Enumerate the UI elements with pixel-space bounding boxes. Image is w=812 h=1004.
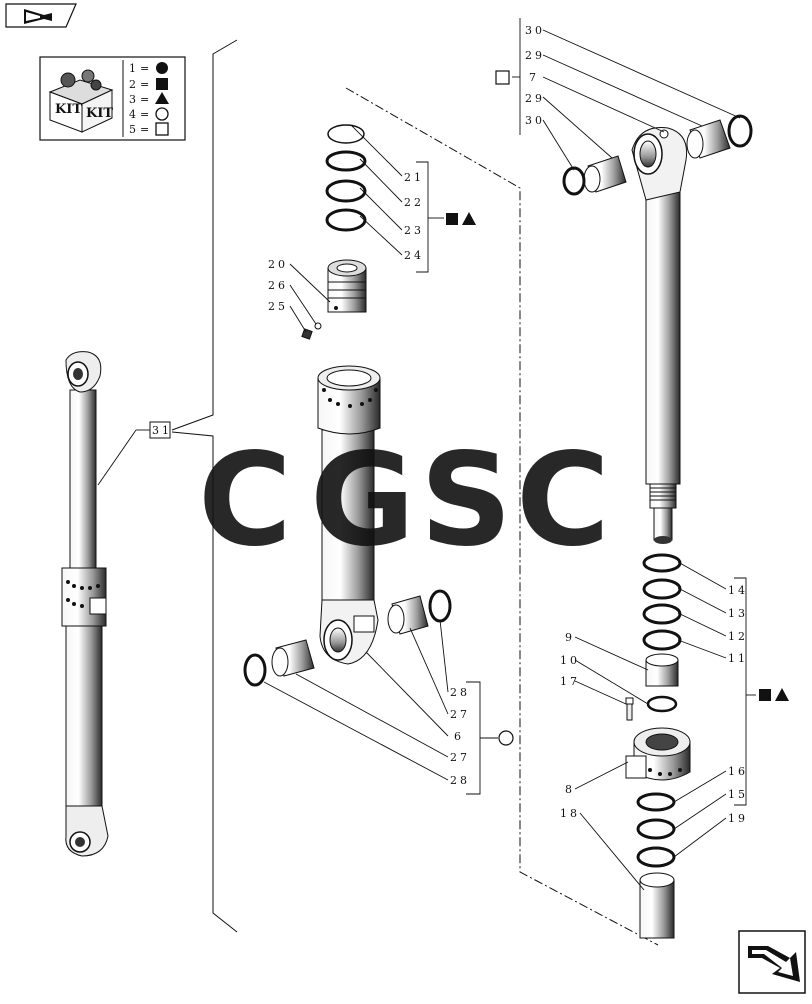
part-number[interactable]: 25 xyxy=(268,300,288,313)
part-number[interactable]: 7 xyxy=(529,71,539,84)
part-number[interactable]: 16 xyxy=(728,765,748,778)
svg-text:=: = xyxy=(140,62,149,75)
part-number[interactable]: 12 xyxy=(728,630,748,643)
part-number[interactable]: 11 xyxy=(728,652,748,665)
seal-ring xyxy=(727,114,753,148)
legend-row: 2 = xyxy=(129,78,168,91)
legend-row: 3 = xyxy=(129,92,169,106)
part-number[interactable]: 28 xyxy=(450,686,470,699)
svg-text:=: = xyxy=(140,93,149,106)
part-number[interactable]: 30 xyxy=(525,24,545,37)
legend-row: 1 = xyxy=(129,62,168,75)
seal-rings-21-24 xyxy=(325,124,367,232)
svg-text:2: 2 xyxy=(129,78,136,91)
part-number[interactable]: 24 xyxy=(404,249,424,262)
open-circle-icon xyxy=(155,107,169,121)
kit-label-right: KIT xyxy=(86,106,113,121)
part-number[interactable]: 15 xyxy=(728,788,748,801)
legend-row: 4 = xyxy=(129,107,169,121)
part-numbers: 30 29 7 29 30 21 22 23 24 20 26 25 31 14… xyxy=(152,24,748,825)
bushing xyxy=(387,595,429,635)
part-number[interactable]: 23 xyxy=(404,224,424,237)
kit-marker-open-circle xyxy=(498,730,514,746)
svg-text:=: = xyxy=(140,108,149,121)
part-number[interactable]: 9 xyxy=(565,631,575,644)
part-number[interactable]: 30 xyxy=(525,114,545,127)
back-arrow-icon xyxy=(24,9,52,24)
kit-label-left: KIT xyxy=(55,102,82,117)
cylinder-barrel xyxy=(317,365,381,665)
svg-text:4: 4 xyxy=(129,108,136,121)
spacer-tube xyxy=(639,872,675,939)
svg-text:=: = xyxy=(140,123,149,136)
bolt xyxy=(625,697,634,721)
part-number[interactable]: 6 xyxy=(454,730,464,743)
watermark-letter: C xyxy=(516,426,610,575)
forward-arrow-icon xyxy=(748,946,800,982)
watermark-letter: S xyxy=(420,426,512,575)
part-number[interactable]: 31 xyxy=(152,424,172,437)
complete-cylinder xyxy=(61,351,109,857)
part-number[interactable]: 28 xyxy=(450,774,470,787)
part-number[interactable]: 22 xyxy=(404,196,424,209)
svg-text:1: 1 xyxy=(129,62,136,75)
kit-marker-square-triangle xyxy=(446,212,476,225)
watermark-letter: C xyxy=(198,426,292,575)
bushing xyxy=(583,155,627,193)
assembly-bracket xyxy=(171,39,238,933)
cgsc-watermark: C G S C xyxy=(198,426,610,575)
svg-text:3: 3 xyxy=(129,93,136,106)
legend-row: 5 = xyxy=(129,122,169,136)
kit-legend: KIT KIT 1 = 2 = 3 = 4 = 5 = xyxy=(39,56,186,141)
filled-square-icon xyxy=(156,78,168,90)
cylinder-head xyxy=(625,727,691,781)
part-number[interactable]: 27 xyxy=(450,708,470,721)
filled-circle-icon xyxy=(156,62,168,74)
leader-lines xyxy=(97,18,756,891)
set-screw xyxy=(301,322,322,340)
seal-ring xyxy=(428,589,452,623)
prev-page-button[interactable] xyxy=(5,3,77,28)
filled-triangle-icon xyxy=(155,92,169,104)
o-ring xyxy=(646,695,678,713)
bushing xyxy=(271,639,315,677)
part-31-box[interactable] xyxy=(149,421,171,439)
part-number[interactable]: 18 xyxy=(560,807,580,820)
svg-text:=: = xyxy=(140,78,149,91)
seal-ring xyxy=(562,166,586,196)
part-number[interactable]: 14 xyxy=(728,584,748,597)
seal-rings-11-14 xyxy=(642,553,682,651)
piston xyxy=(327,259,367,313)
kit-marker-open-square xyxy=(495,70,510,85)
part-number[interactable]: 19 xyxy=(728,812,748,825)
part-number[interactable]: 27 xyxy=(450,751,470,764)
bushing xyxy=(686,119,731,159)
part-number[interactable]: 17 xyxy=(560,675,580,688)
next-page-button[interactable] xyxy=(738,930,806,994)
svg-text:5: 5 xyxy=(129,123,136,136)
kit-box-icon: KIT KIT xyxy=(48,69,114,133)
part-number[interactable]: 29 xyxy=(525,49,545,62)
part-number[interactable]: 13 xyxy=(728,607,748,620)
seal-ring xyxy=(243,653,267,687)
part-number[interactable]: 8 xyxy=(565,783,575,796)
part-number[interactable]: 26 xyxy=(268,279,288,292)
kit-marker-square-triangle xyxy=(759,688,789,701)
open-square-icon xyxy=(155,122,169,136)
bushing xyxy=(645,653,679,687)
part-number[interactable]: 10 xyxy=(560,654,580,667)
seal-rings-15-19 xyxy=(636,792,676,868)
watermark-letter: G xyxy=(310,426,415,575)
part-number[interactable]: 29 xyxy=(525,92,545,105)
piston-rod xyxy=(631,126,688,544)
part-number[interactable]: 20 xyxy=(268,258,288,271)
part-number[interactable]: 21 xyxy=(404,171,424,184)
